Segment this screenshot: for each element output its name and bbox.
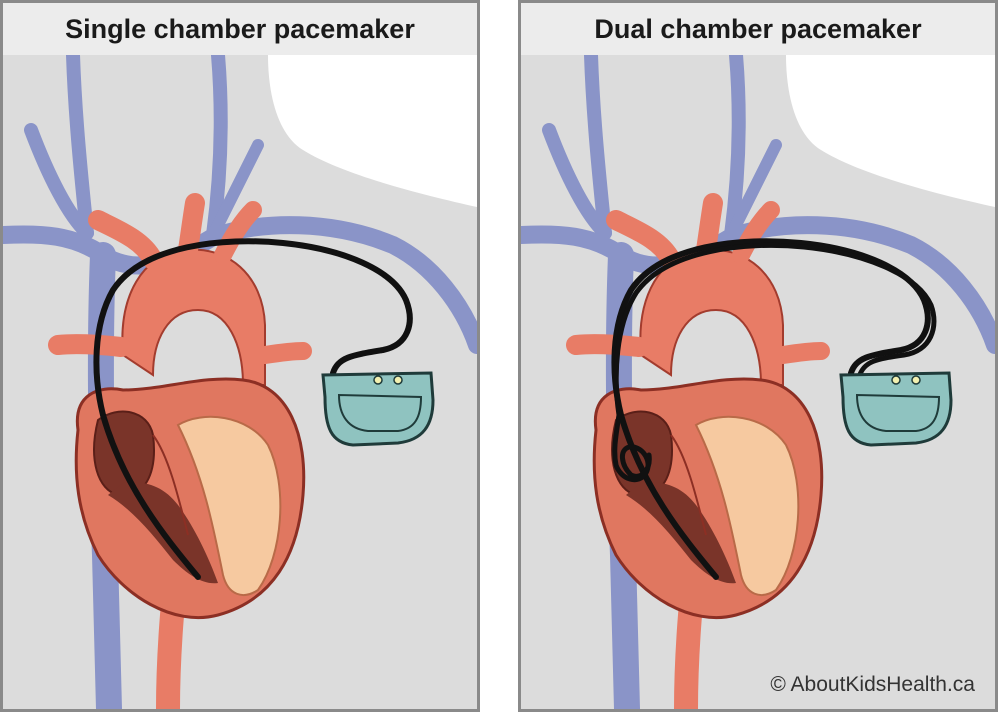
panel-title-dual: Dual chamber pacemaker <box>521 3 995 55</box>
pacemaker-leads <box>611 238 937 580</box>
aortic-arch <box>566 193 830 386</box>
pacemaker-device <box>321 371 435 447</box>
copyright-credit: © AboutKidsHealth.ca <box>770 673 975 696</box>
dual-chamber-panel: Dual chamber pacemaker <box>518 0 998 712</box>
panel-title-single: Single chamber pacemaker <box>3 3 477 55</box>
pacemaker-device <box>839 371 953 447</box>
heart <box>74 377 306 620</box>
aortic-arch <box>48 193 312 386</box>
single-chamber-illustration <box>3 55 477 709</box>
single-chamber-panel: Single chamber pacemaker <box>0 0 480 712</box>
pacemaker-lead <box>93 238 413 580</box>
dual-chamber-illustration <box>521 55 995 709</box>
